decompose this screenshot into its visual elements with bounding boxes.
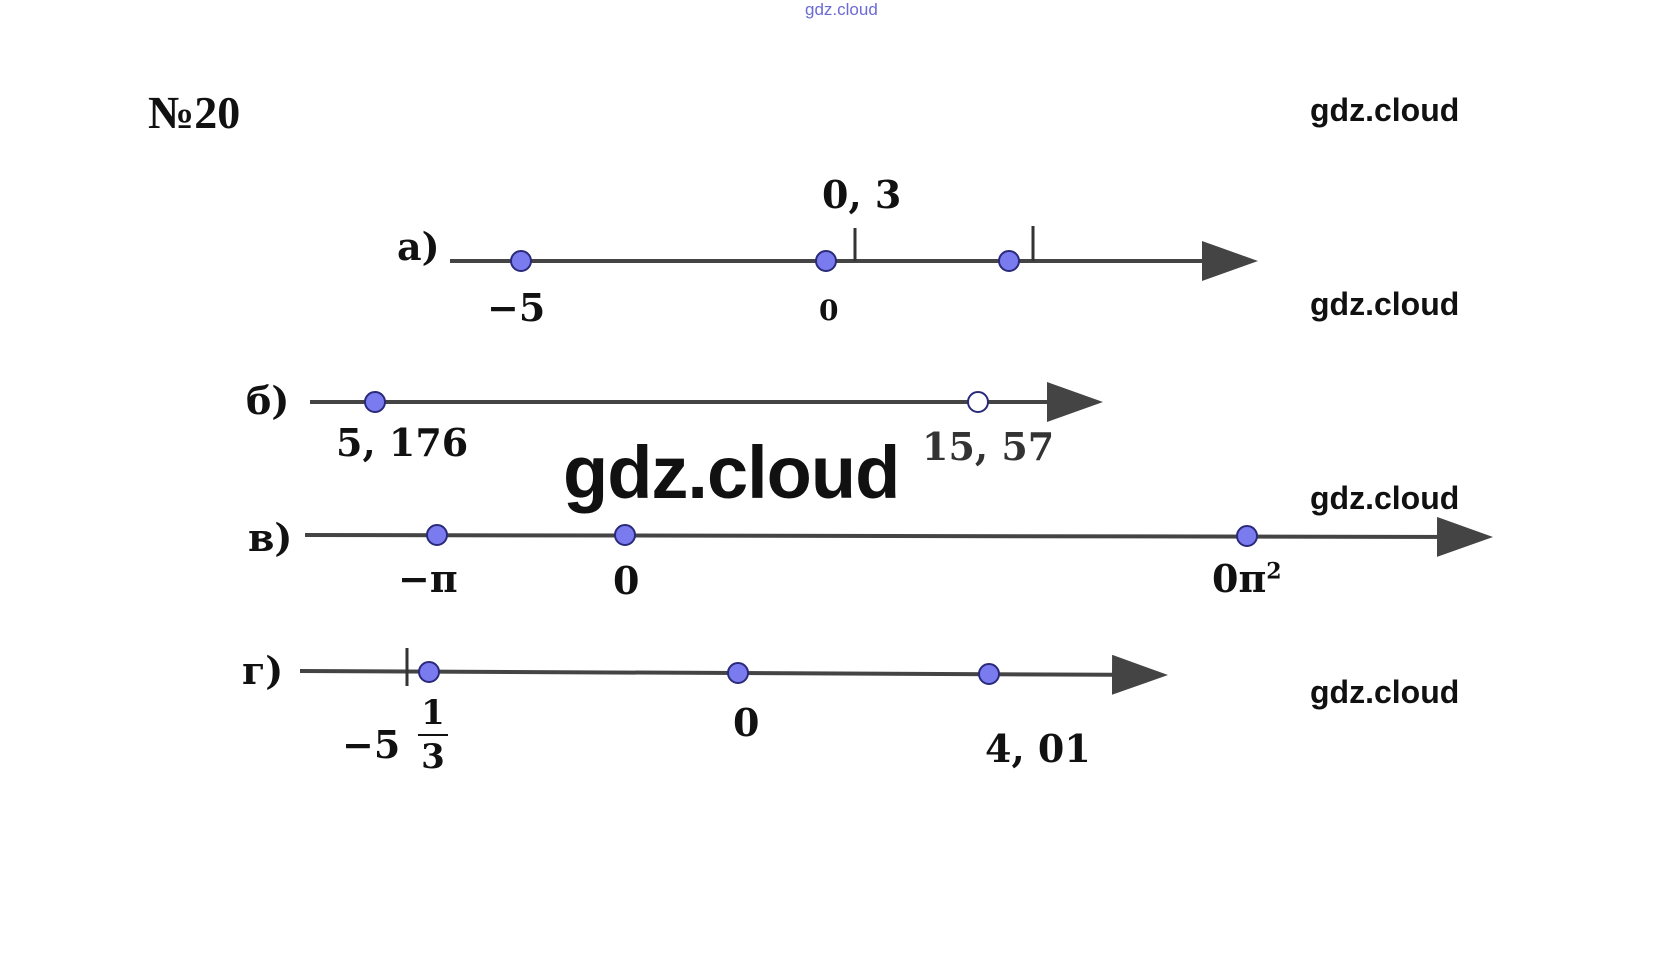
point-label-b-2: 15, 57 [922, 424, 1055, 469]
point-a-3 [998, 250, 1020, 272]
number-line-v [304, 516, 1493, 557]
point-v-2 [614, 524, 636, 546]
point-a-1 [510, 250, 532, 272]
point-g-2 [727, 662, 749, 684]
point-b-2 [967, 391, 989, 413]
point-label-g-2: 0 [733, 700, 760, 745]
point-label-v-3-exp: 2 [1266, 558, 1282, 585]
watermark-top: gdz.cloud [805, 0, 878, 19]
point-g-3 [978, 663, 1000, 685]
point-label-a-1: −5 [487, 285, 546, 330]
point-v-1 [426, 524, 448, 546]
point-label-g-whole: −5 [342, 722, 401, 767]
tick-label-0-3: 0, 3 [822, 172, 902, 217]
number-line-a [450, 226, 1258, 281]
row-label-a: а) [397, 224, 440, 269]
number-line-b [310, 382, 1103, 422]
row-label-g: г) [242, 648, 284, 693]
watermark-side-4: gdz.cloud [1310, 674, 1460, 710]
point-label-g-fraction: 1 3 [418, 694, 448, 776]
row-label-b: б) [246, 378, 290, 423]
point-label-v-3-base: 0π [1212, 556, 1267, 601]
fraction-bar [418, 734, 448, 736]
point-a-2 [815, 250, 837, 272]
point-b-1 [364, 391, 386, 413]
point-label-g-3: 4, 01 [985, 726, 1091, 771]
point-label-a-2: 0 [819, 294, 839, 327]
watermark-side-3: gdz.cloud [1310, 480, 1460, 516]
number-line-g [299, 648, 1168, 695]
watermark-side-1: gdz.cloud [1310, 92, 1460, 128]
row-label-v: в) [248, 515, 293, 560]
point-label-v-2: 0 [613, 558, 640, 603]
watermark-side-2: gdz.cloud [1310, 286, 1460, 322]
fraction-numerator: 1 [421, 693, 445, 733]
fraction-denominator: 3 [421, 737, 445, 777]
watermark-center: gdz.cloud [563, 431, 900, 514]
point-label-v-1: −π [398, 556, 458, 601]
point-g-1 [418, 661, 440, 683]
point-v-3 [1236, 525, 1258, 547]
task-title: №20 [148, 87, 241, 138]
point-label-v-3: 0π2 [1212, 556, 1282, 601]
point-label-b-1: 5, 176 [336, 420, 469, 465]
